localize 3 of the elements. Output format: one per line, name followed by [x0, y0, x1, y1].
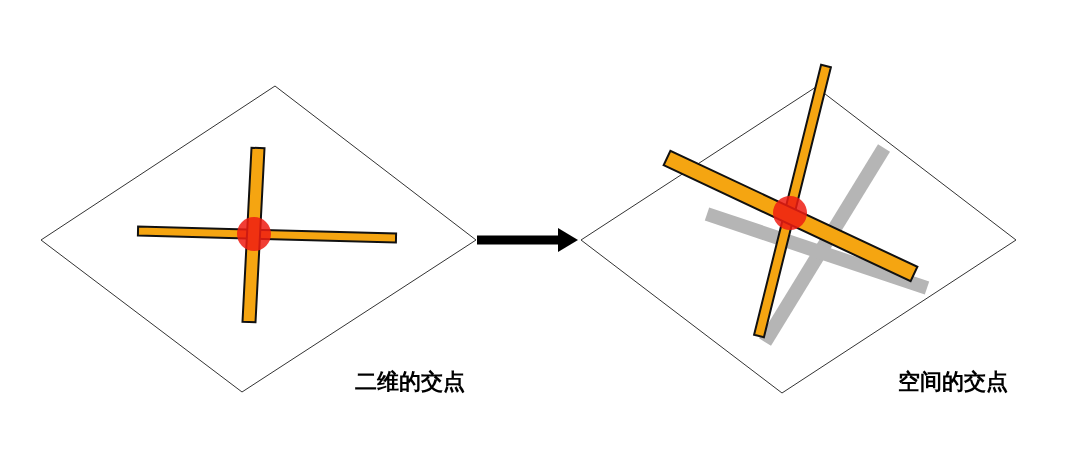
node-label: 空间的交点 — [898, 368, 1008, 396]
arrow — [477, 228, 578, 252]
node-label: 二维的交点 — [355, 368, 465, 396]
